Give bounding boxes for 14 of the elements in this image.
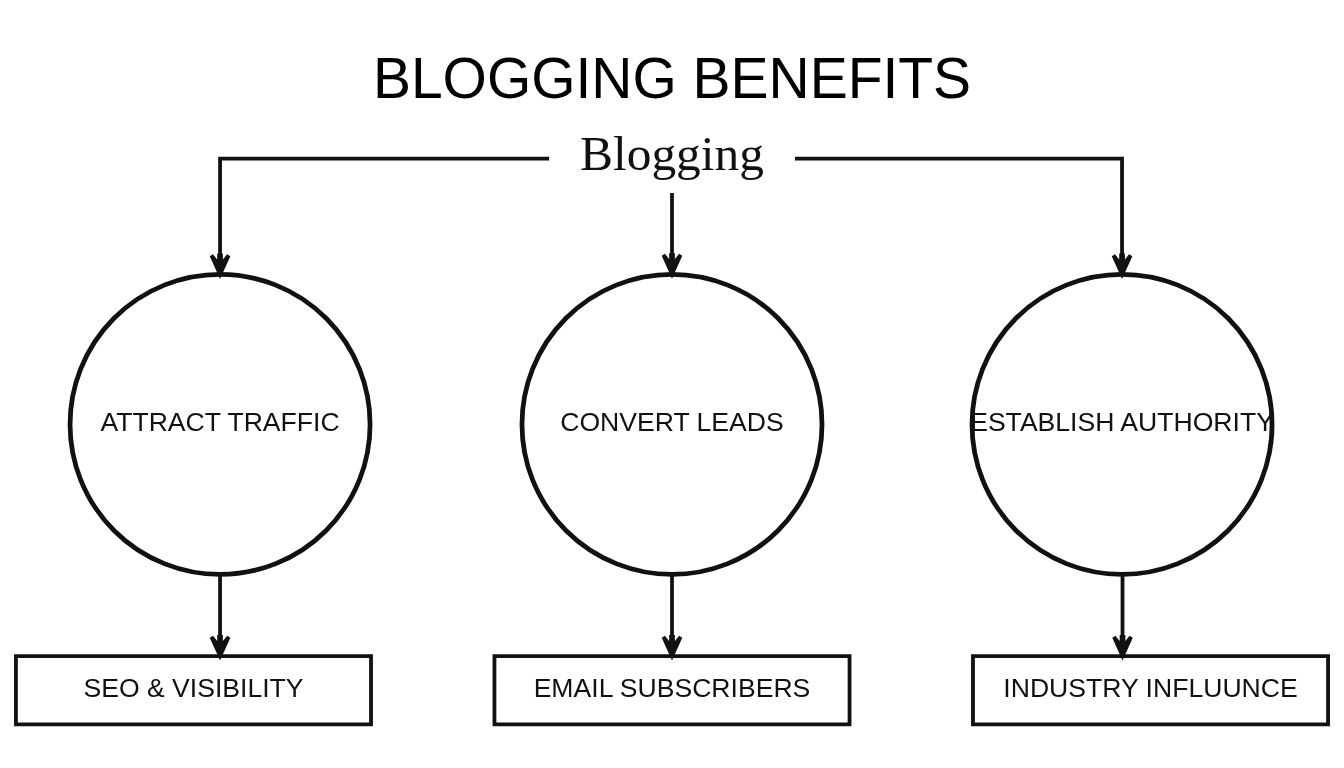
node-text: Blogging (580, 125, 764, 181)
node-box: INDUSTRY INFLUUNCE (971, 653, 1330, 726)
arrow (209, 573, 231, 658)
node-circle: CONVERT LEADS (519, 271, 825, 577)
arrow (661, 573, 683, 658)
node-circle: ESTABLISH AUTHORITY (969, 271, 1275, 577)
node-circle: ATTRACT TRAFFIC (67, 271, 373, 577)
node-box: EMAIL SUBSCRIBERS (492, 653, 852, 726)
diagram-title: BLOGGING BENEFITS (372, 45, 972, 110)
arrow (209, 156, 550, 276)
arrow (661, 192, 683, 276)
arrow (794, 156, 1133, 276)
node-box: SEO & VISIBILITY (14, 653, 373, 726)
arrow (1112, 573, 1133, 658)
